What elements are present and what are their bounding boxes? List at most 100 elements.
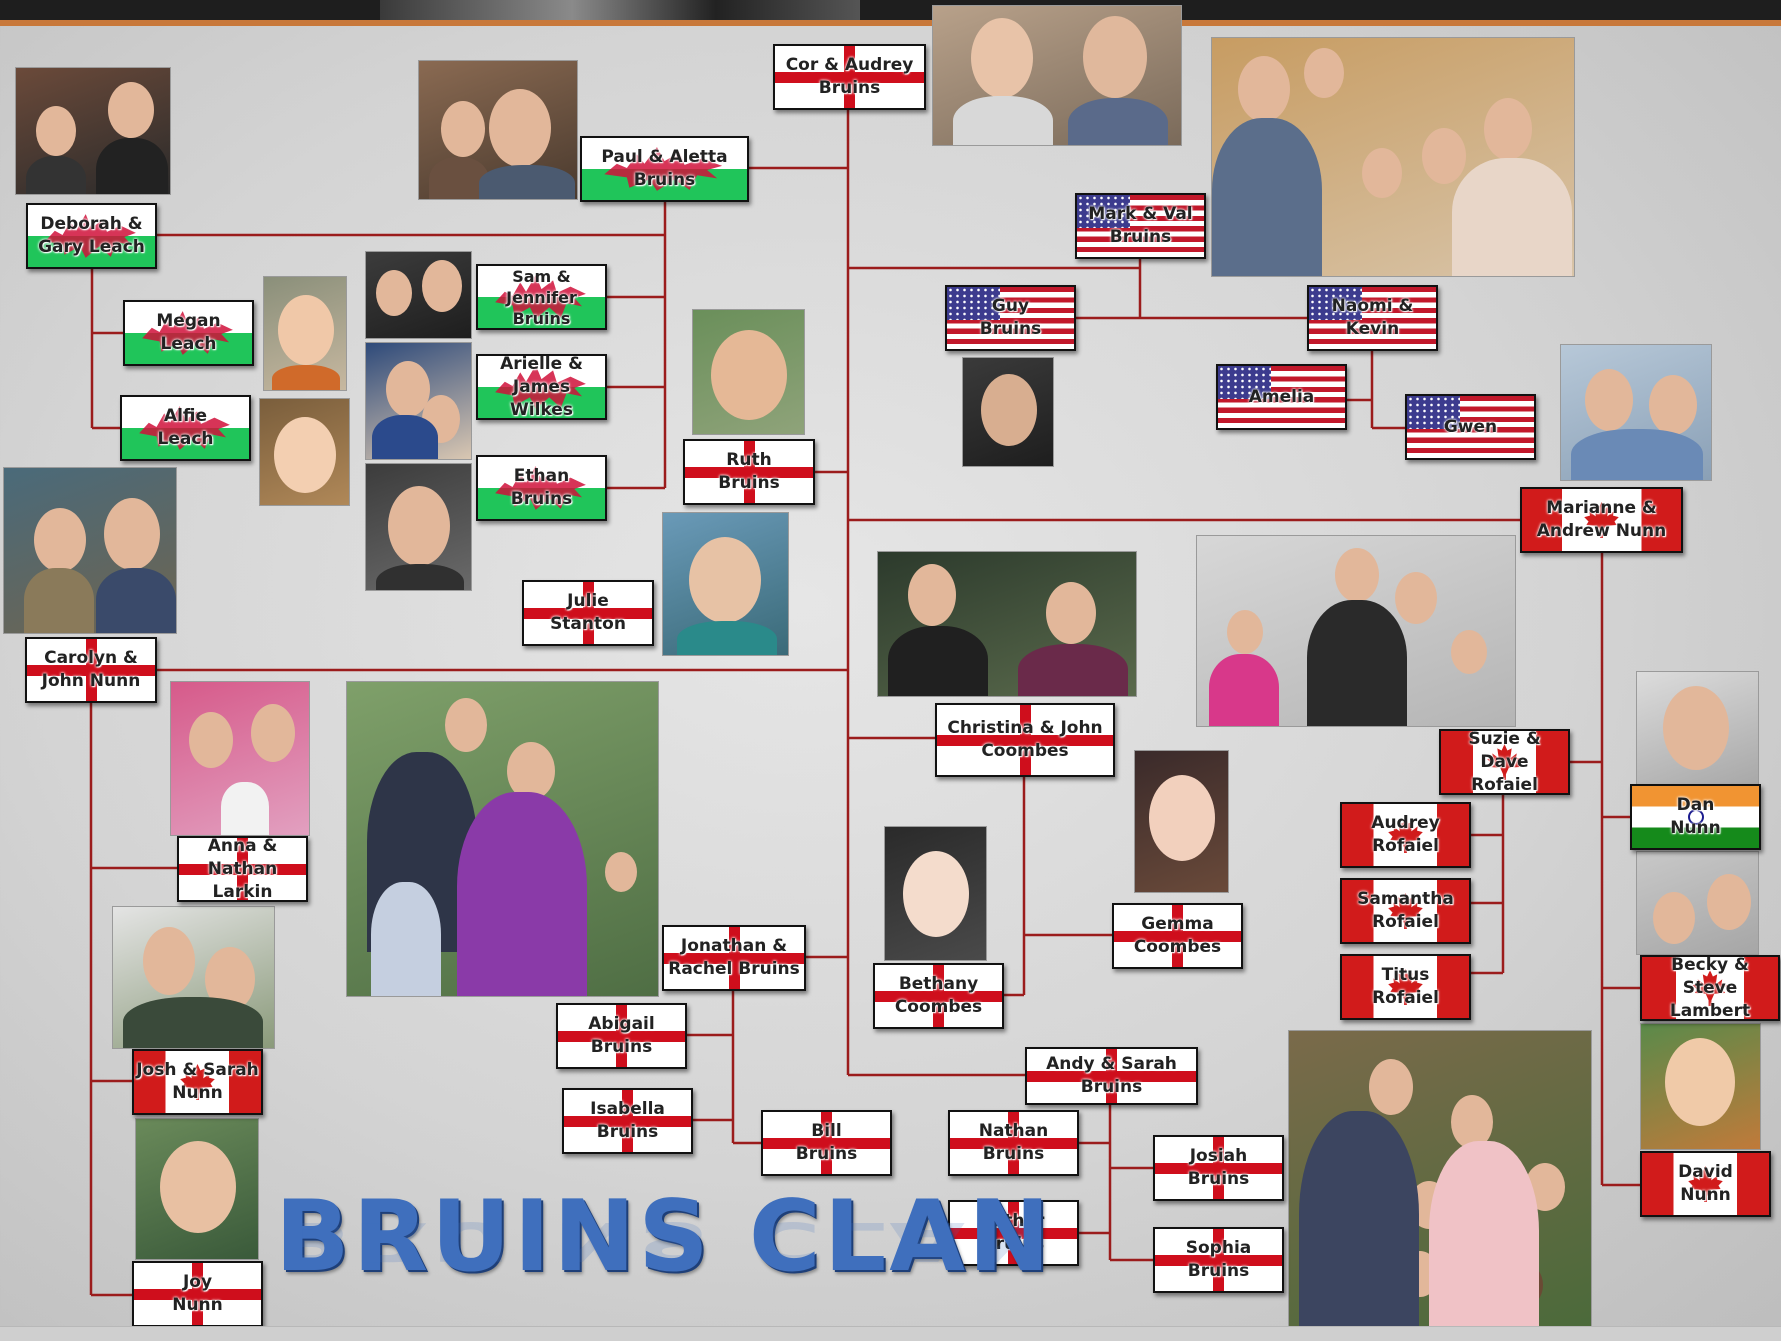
member-label: Jonathan & Rachel Bruins <box>668 936 800 979</box>
photo-anna-nathan <box>170 681 310 836</box>
member-label: Joy Nunn <box>172 1272 223 1315</box>
member-isabella: Isabella Bruins <box>562 1088 693 1154</box>
clan-title-reflection: BRUINS CLAN <box>275 1209 1054 1273</box>
member-julie: Julie Stanton <box>522 580 654 646</box>
photo-bethany <box>884 826 987 961</box>
member-label: Arielle & James Wilkes <box>500 354 583 420</box>
member-guy: Guy Bruins <box>945 285 1076 351</box>
member-label: Audrey Rofaiel <box>1371 813 1440 856</box>
member-nathan: Nathan Bruins <box>948 1110 1079 1176</box>
member-label: Deborah & Gary Leach <box>38 214 145 257</box>
member-arielle-james: Arielle & James Wilkes <box>476 354 607 420</box>
member-ruth: Ruth Bruins <box>683 439 815 505</box>
photo-julie <box>662 512 789 656</box>
photo-marianne-andrew <box>1560 344 1712 481</box>
member-christina-john: Christina & John Coombes <box>935 703 1115 777</box>
member-label: Nathan Bruins <box>978 1121 1049 1164</box>
member-label: Samantha Rofaiel <box>1357 889 1454 932</box>
member-alfie: Alfie Leach <box>120 395 251 461</box>
member-label: Alfie Leach <box>157 406 214 449</box>
photo-cor-audrey <box>932 5 1182 146</box>
photo-dan <box>1636 671 1759 785</box>
top-banner-image <box>380 0 860 20</box>
member-becky-steve: Becky & Steve Lambert <box>1640 955 1780 1021</box>
member-label: Abigail Bruins <box>588 1014 655 1057</box>
member-josh-sarah: Josh & Sarah Nunn <box>132 1049 263 1115</box>
photo-jonathan-rachel-family <box>346 681 659 997</box>
member-dan: Dan Nunn <box>1630 784 1761 850</box>
member-jonathan-rachel: Jonathan & Rachel Bruins <box>662 925 806 991</box>
photo-andy-sarah-family <box>1288 1030 1592 1340</box>
member-sophia: Sophia Bruins <box>1153 1227 1284 1293</box>
member-naomi-kevin: Naomi & Kevin <box>1307 285 1438 351</box>
member-label: Sam & Jennifer Bruins <box>506 266 577 328</box>
photo-alfie <box>259 398 350 506</box>
member-gemma: Gemma Coombes <box>1112 903 1243 969</box>
member-gwen: Gwen <box>1405 394 1536 460</box>
member-abigail: Abigail Bruins <box>556 1003 687 1069</box>
photo-david <box>1640 1023 1761 1150</box>
photo-deborah-gary <box>15 67 171 195</box>
member-label: Cor & Audrey Bruins <box>785 55 914 98</box>
member-joy: Joy Nunn <box>132 1261 263 1327</box>
us-canton-icon <box>1218 366 1272 400</box>
member-label: Titus Rofaiel <box>1372 965 1439 1008</box>
photo-ethan <box>365 463 472 591</box>
member-audrey-rofaiel: Audrey Rofaiel <box>1340 802 1471 868</box>
member-label: Bill Bruins <box>795 1121 858 1164</box>
us-canton-icon <box>1309 287 1363 321</box>
member-label: Julie Stanton <box>550 591 626 634</box>
member-mark-val: Mark & Val Bruins <box>1075 193 1206 259</box>
top-orange-rule <box>0 20 1781 26</box>
member-samantha: Samantha Rofaiel <box>1340 878 1471 944</box>
member-carolyn-john: Carolyn & John Nunn <box>25 637 157 703</box>
member-label: Ruth Bruins <box>718 450 780 493</box>
member-andy-sarah: Andy & Sarah Bruins <box>1025 1047 1198 1105</box>
member-suzie-dave: Suzie & Dave Rofaiel <box>1439 729 1570 795</box>
member-label: Marianne & Andrew Nunn <box>1536 498 1667 541</box>
member-cor-audrey: Cor & Audrey Bruins <box>773 44 926 110</box>
member-label: Isabella Bruins <box>590 1099 665 1142</box>
member-label: Amelia <box>1248 386 1315 407</box>
clan-title: BRUINS CLAN <box>275 1180 1054 1294</box>
member-label: Suzie & Dave Rofaiel <box>1468 729 1541 795</box>
member-label: Sophia Bruins <box>1185 1238 1252 1281</box>
member-amelia: Amelia <box>1216 364 1347 430</box>
photo-christina-john <box>877 551 1137 697</box>
photo-arielle-james <box>365 342 472 460</box>
member-bill: Bill Bruins <box>761 1110 892 1176</box>
photo-joy <box>135 1118 259 1260</box>
member-label: Mark & Val Bruins <box>1088 204 1193 247</box>
photo-becky-steve <box>1636 851 1759 955</box>
member-megan: Megan Leach <box>123 300 254 366</box>
member-bethany: Bethany Coombes <box>873 963 1004 1029</box>
us-canton-icon <box>1407 396 1461 430</box>
member-anna-nathan: Anna & Nathan Larkin <box>177 836 308 902</box>
member-label: Naomi & Kevin <box>1331 296 1414 339</box>
member-paul-aletta: Paul & Aletta Bruins <box>580 136 749 202</box>
member-deborah-gary: Deborah & Gary Leach <box>26 203 157 269</box>
member-label: Paul & Aletta Bruins <box>601 147 728 190</box>
member-label: Bethany Coombes <box>894 974 983 1017</box>
member-label: Esther Bruins <box>982 1211 1045 1254</box>
member-label: Dan Nunn <box>1670 795 1721 838</box>
member-sam-jennifer: Sam & Jennifer Bruins <box>476 264 607 330</box>
member-david: David Nunn <box>1640 1151 1771 1217</box>
chakra-icon <box>1687 809 1704 825</box>
member-label: Josh & Sarah Nunn <box>136 1060 259 1103</box>
top-decorative-bar <box>0 0 1781 26</box>
member-label: Josiah Bruins <box>1187 1146 1250 1189</box>
photo-sam-jennifer <box>365 251 472 339</box>
photo-gemma <box>1134 750 1229 893</box>
photo-paul-aletta <box>418 60 578 200</box>
member-esther: Esther Bruins <box>948 1200 1079 1266</box>
us-canton-icon <box>947 287 1001 321</box>
member-label: Ethan Bruins <box>510 466 573 509</box>
member-label: Guy Bruins <box>979 296 1042 339</box>
member-label: Andy & Sarah Bruins <box>1046 1054 1177 1097</box>
photo-carolyn-john <box>3 467 177 634</box>
photo-mark-val-family <box>1211 37 1575 277</box>
photo-ruth <box>692 309 805 435</box>
member-label: Megan Leach <box>156 311 221 354</box>
member-marianne-andrew: Marianne & Andrew Nunn <box>1520 487 1683 553</box>
